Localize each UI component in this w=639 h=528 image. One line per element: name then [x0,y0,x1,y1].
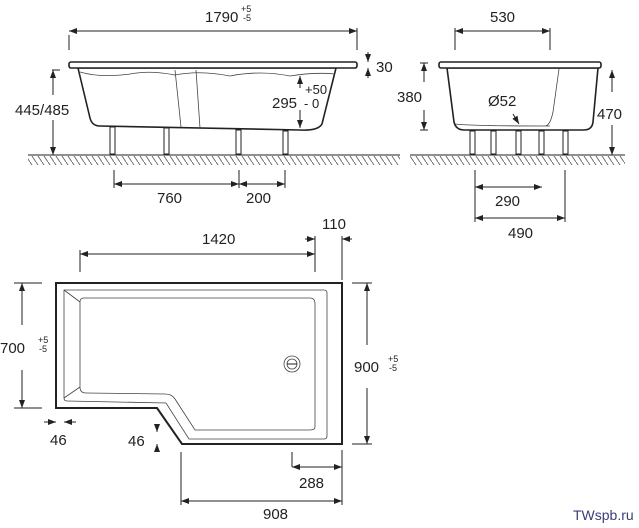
length-tol-minus: -5 [243,13,251,23]
drain-diameter-label: Ø52 [488,93,516,110]
leg-spacing-490: 490 [508,225,533,242]
drain-offset-label: 288 [299,475,324,492]
width-label: 530 [490,9,515,26]
inner-length-label: 1420 [202,231,235,248]
end-offset-label: 110 [322,216,346,233]
tub-end-rim [438,61,602,69]
wide-width-label: 900 [354,359,379,376]
drain-icon [283,355,301,373]
total-height-label: 470 [597,106,622,123]
tub-body [76,67,338,131]
legs [109,126,289,155]
narrow-tol-minus: -5 [39,344,47,354]
tub-inner-line [79,71,336,77]
rim-label: 30 [376,59,393,76]
narrow-width-label: 700 [0,340,25,357]
tub-end-body [446,67,599,131]
leg-spacing-290: 290 [495,193,520,210]
narrow-tol-plus: +5 [38,335,48,345]
plan-view: 1420 110 700 +5 -5 900 +5 -5 46 46 288 9… [0,216,398,523]
height-label: 445/485 [15,102,69,119]
wall-left-label: 46 [50,432,67,449]
length-label: 1790 [205,9,238,26]
wide-tol-minus: -5 [389,363,397,373]
drain-height-label: 295 [272,95,297,112]
floor-hatch [28,156,400,165]
drain-tol-plus: +50 [305,82,327,97]
tub-seam [174,69,201,129]
tub-outline [55,282,343,445]
length-tol-plus: +5 [241,4,251,14]
leg-spacing-200: 200 [246,190,271,207]
legs [469,130,569,155]
leg-spacing-760: 760 [157,190,182,207]
inner-depth-label: 380 [397,89,422,106]
wide-tol-plus: +5 [388,354,398,364]
side-view: 1790 +5 -5 30 445/485 +50 295 - 0 760 20… [15,4,400,207]
watermark: TWspb.ru [573,507,634,523]
tub-inner-rim [63,289,328,440]
tub-rim [68,61,358,69]
tub-basin [63,289,316,431]
wall-step-label: 46 [128,433,145,450]
wide-length-label: 908 [263,506,288,523]
drain-tol-minus: - 0 [304,96,319,111]
end-view: 530 380 Ø52 470 290 490 [397,9,625,242]
